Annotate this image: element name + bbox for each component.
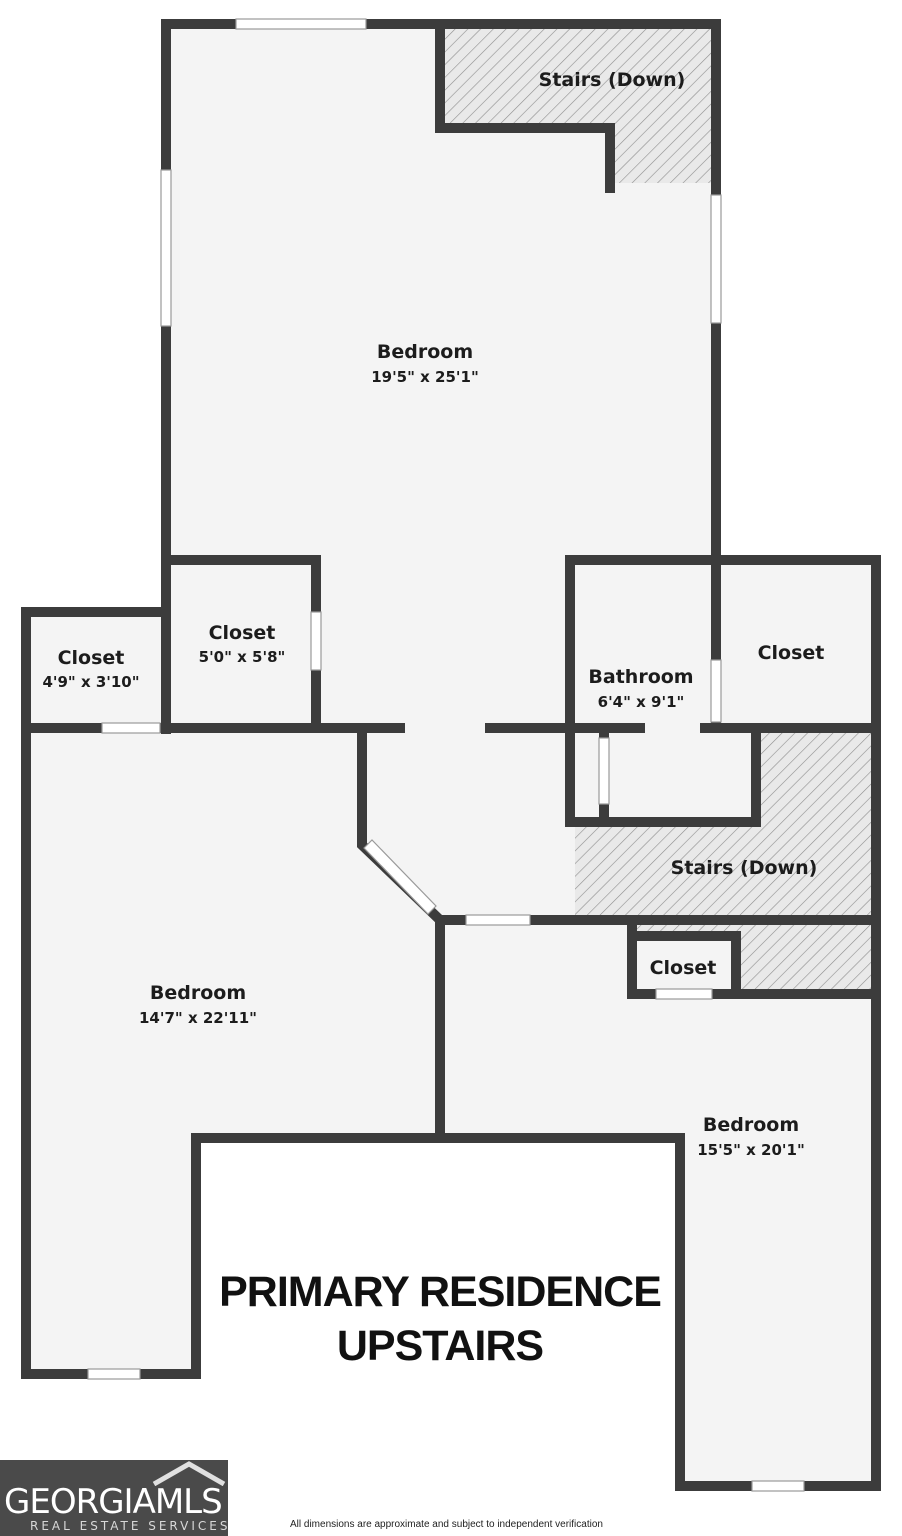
bedroom-left-label: Bedroom (150, 982, 246, 1004)
floor-areas (26, 24, 876, 1486)
title-line-1: PRIMARY RESIDENCE (219, 1268, 661, 1316)
closet-left-dims: 4'9" x 3'10" (42, 673, 139, 691)
door-closet-mid (310, 611, 322, 671)
stairs-top-hatch (440, 26, 716, 183)
closet-right-label: Closet (758, 642, 825, 664)
stairs-mid-label: Stairs (Down) (671, 857, 818, 879)
door-closet-right (710, 659, 722, 723)
closet-mid-label: Closet (209, 622, 276, 644)
door-closet-left (101, 722, 161, 734)
bathroom-dims: 6'4" x 9'1" (598, 693, 685, 711)
door-diagonal (363, 839, 437, 915)
door-bathroom (598, 737, 610, 805)
closet-mid-dims: 5'0" x 5'8" (199, 648, 286, 666)
bedroom-right-dims: 15'5" x 20'1" (697, 1141, 805, 1159)
window-bottom-right (751, 1480, 805, 1492)
closet-left-label: Closet (58, 647, 125, 669)
door-bedroom-right (465, 914, 531, 926)
windows (87, 18, 805, 1492)
bedroom-top-dims: 19'5" x 25'1" (371, 368, 479, 386)
georgiamls-logo: GEORGIAMLS REAL ESTATE SERVICES (0, 1460, 228, 1536)
logo-sub-text: REAL ESTATE SERVICES (30, 1519, 231, 1533)
window-left (160, 169, 172, 327)
door-closet-small (655, 988, 713, 1000)
bedroom-top-label: Bedroom (377, 341, 473, 363)
window-bottom-left (87, 1368, 141, 1380)
window-top (235, 18, 367, 30)
roof-icon (152, 1461, 226, 1486)
room-labels: Stairs (Down) Bedroom 19'5" x 25'1" Clos… (42, 69, 824, 1370)
window-right (710, 194, 722, 324)
bedroom-right-label: Bedroom (703, 1114, 799, 1136)
closet-small-label: Closet (650, 957, 717, 979)
bathroom-label: Bathroom (588, 666, 693, 688)
title-line-2: UPSTAIRS (337, 1322, 543, 1370)
bedroom-left-dims: 14'7" x 22'11" (139, 1009, 257, 1027)
closet-small-floor (634, 940, 734, 992)
stairs-top-label: Stairs (Down) (539, 69, 686, 91)
logo-main-text: GEORGIAMLS (4, 1482, 223, 1522)
footnote: All dimensions are approximate and subje… (290, 1519, 603, 1530)
